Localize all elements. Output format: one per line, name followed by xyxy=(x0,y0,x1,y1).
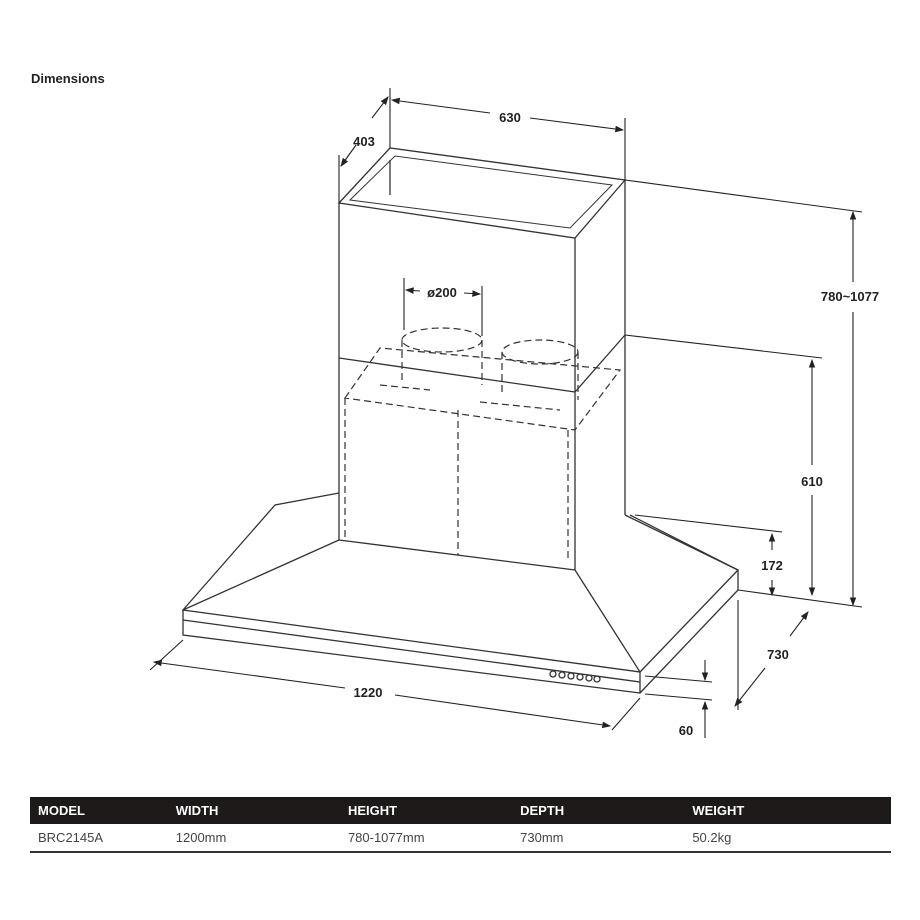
dimension-lines xyxy=(149,88,863,738)
dim-duct-diameter: ø200 xyxy=(427,285,457,300)
cell-height: 780-1077mm xyxy=(339,824,513,853)
dim-chimney-depth: 403 xyxy=(353,134,375,149)
dim-depth: 730 xyxy=(767,647,789,662)
header-model: MODEL xyxy=(30,797,168,824)
dim-chimney-width: 630 xyxy=(499,110,521,125)
dim-width: 1220 xyxy=(354,685,383,700)
internal-hidden-lines xyxy=(343,327,622,560)
header-width: WIDTH xyxy=(167,797,340,824)
dimension-labels: 630 403 ø200 780~1077 610 172 730 1220 6… xyxy=(353,110,879,738)
control-buttons xyxy=(549,670,601,683)
dim-total-height: 780~1077 xyxy=(821,289,879,304)
cell-depth: 730mm xyxy=(512,824,685,853)
dim-chimney-height: 610 xyxy=(801,474,823,489)
section-heading: Dimensions xyxy=(31,71,105,86)
hood-outline xyxy=(181,147,740,694)
spec-table: MODEL WIDTH HEIGHT DEPTH WEIGHT BRC2145A… xyxy=(30,797,891,853)
cell-model: BRC2145A xyxy=(30,824,168,853)
dim-front-height: 60 xyxy=(679,723,693,738)
header-weight: WEIGHT xyxy=(684,797,891,824)
table-header-row: MODEL WIDTH HEIGHT DEPTH WEIGHT xyxy=(30,797,891,824)
table-row: BRC2145A 1200mm 780-1077mm 730mm 50.2kg xyxy=(30,824,891,853)
header-depth: DEPTH xyxy=(512,797,685,824)
range-hood-drawing: 630 403 ø200 780~1077 610 172 730 1220 6… xyxy=(149,88,879,738)
dim-canopy-height: 172 xyxy=(761,558,783,573)
header-height: HEIGHT xyxy=(339,797,513,824)
cell-width: 1200mm xyxy=(167,824,340,853)
cell-weight: 50.2kg xyxy=(684,824,891,853)
